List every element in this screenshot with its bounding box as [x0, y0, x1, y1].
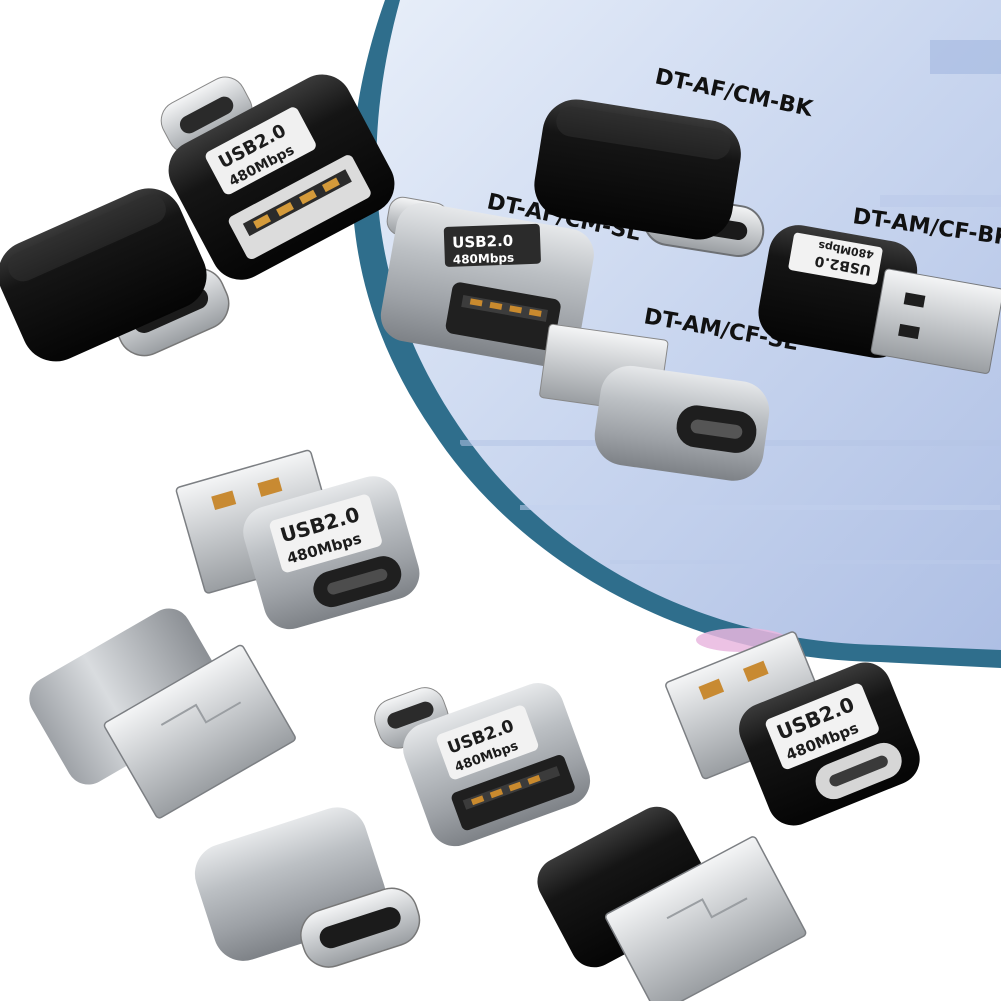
- backdrop-circle: [351, 0, 1001, 668]
- adapter-am-cf-black-back: [537, 806, 807, 1001]
- adapter-am-cf-silver-circle: [539, 323, 770, 481]
- adapter-am-cf-silver-front: USB2.0 480Mbps: [175, 449, 420, 630]
- adapter-af-cm-black-circle: [534, 99, 765, 257]
- adapter-af-cm-black-back: [0, 188, 230, 362]
- adapter-am-cf-silver-back: [29, 608, 296, 819]
- badge-line2-circle-sl: 480Mbps: [453, 251, 515, 267]
- adapter-am-cf-black-circle: USB2.0 480Mbps: [758, 225, 1001, 374]
- adapter-af-cm-silver-back: [194, 807, 421, 968]
- adapter-af-cm-black-front: USB2.0 480Mbps: [160, 74, 395, 280]
- adapter-af-cm-silver-front: USB2.0 480Mbps: [374, 683, 591, 847]
- adapter-af-cm-silver-circle: USB2.0 480Mbps: [380, 196, 594, 368]
- badge-line1-circle-sl: USB2.0: [452, 232, 514, 252]
- adapter-am-cf-black-front: USB2.0 480Mbps: [665, 631, 920, 826]
